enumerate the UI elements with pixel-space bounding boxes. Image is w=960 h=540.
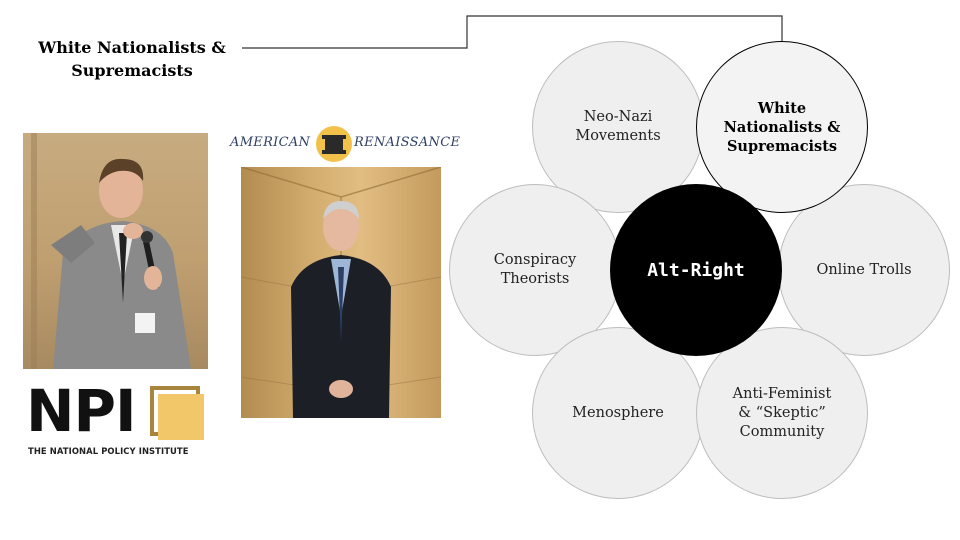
- node-label-line: Nationalists &: [723, 118, 841, 136]
- standing-man-photo: [241, 167, 441, 418]
- node-label-line: & “Skeptic”: [738, 404, 826, 421]
- column-emblem-icon: [316, 126, 352, 162]
- node-label-line: Online Trolls: [816, 261, 912, 278]
- ar-logo-left-word: AMERICAN: [230, 135, 311, 150]
- node-label-line: Menosphere: [572, 404, 664, 421]
- slide-title-line1: White Nationalists &: [38, 38, 226, 57]
- center-label: Alt-Right: [647, 259, 745, 281]
- node-label-line: Supremacists: [726, 137, 838, 155]
- node-label-line: White: [757, 99, 807, 117]
- npi-logo-square-fill: [158, 394, 204, 440]
- npi-logo: NPI THE NATIONAL POLICY INSTITUTE: [26, 380, 206, 460]
- american-renaissance-logo: AMERICAN RENAISSANCE: [228, 124, 460, 164]
- node-label-line: Neo-Nazi: [583, 109, 653, 125]
- node-label-line: Community: [739, 423, 825, 440]
- slide-title: White Nationalists & Supremacists: [30, 36, 234, 82]
- node-alt-right-center: Alt-Right: [610, 184, 782, 356]
- slide-title-line2: Supremacists: [71, 61, 193, 80]
- node-label-line: Movements: [575, 128, 661, 144]
- npi-logo-letters: NPI: [26, 377, 137, 445]
- ar-logo-right-word: RENAISSANCE: [354, 135, 461, 150]
- node-anti-feminist-skeptic-community: Anti-Feminist & “Skeptic” Community: [696, 327, 868, 499]
- node-label-line: Anti-Feminist: [732, 385, 832, 402]
- node-conspiracy-theorists: Conspiracy Theorists: [449, 184, 621, 356]
- node-label-line: Theorists: [500, 271, 570, 287]
- node-white-nationalists-supremacists: White Nationalists & Supremacists: [696, 41, 868, 213]
- npi-logo-caption: THE NATIONAL POLICY INSTITUTE: [28, 446, 189, 456]
- speaker-photo: [23, 133, 208, 369]
- node-label-line: Conspiracy: [493, 252, 577, 268]
